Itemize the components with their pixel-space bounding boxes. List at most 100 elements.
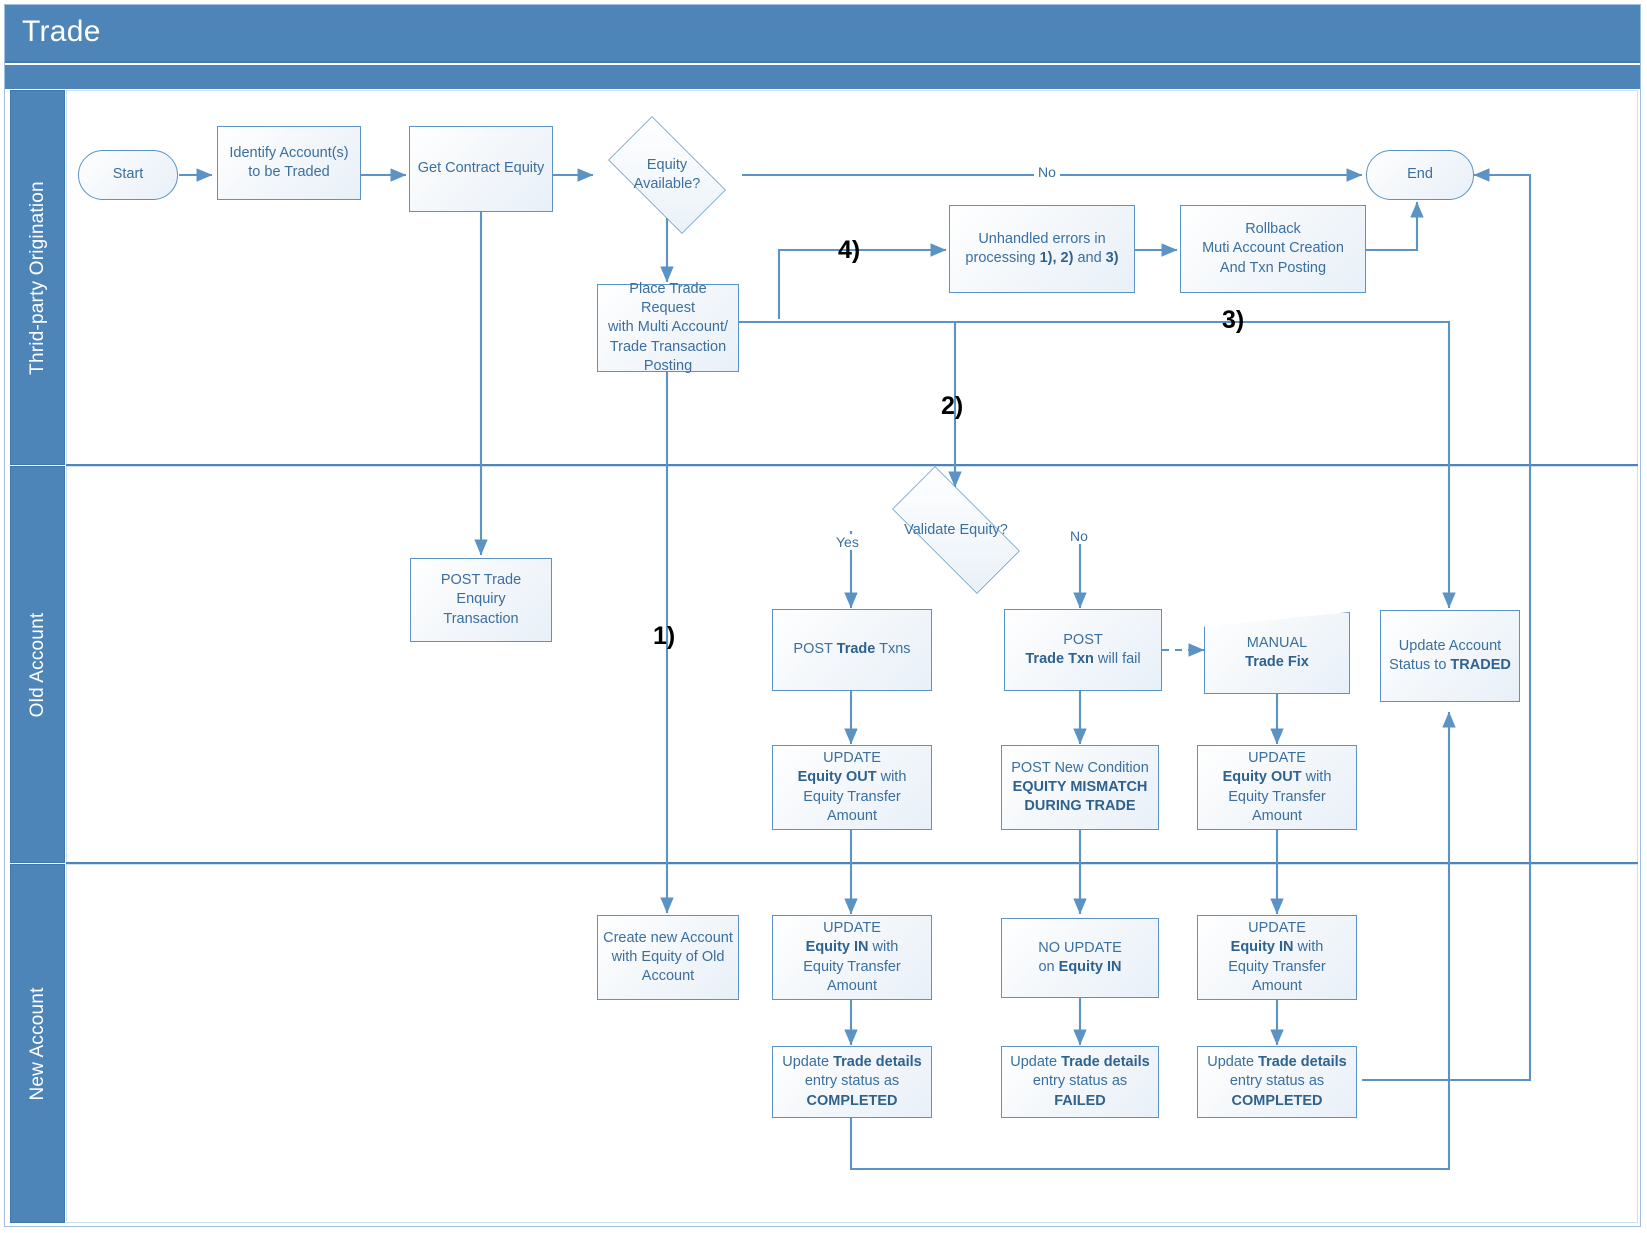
node-update-trade-completed-2[interactable]: Update Trade details entry status as COM… xyxy=(1197,1046,1357,1118)
node-update-equity-in-2-line3: Equity Transfer xyxy=(1228,958,1326,975)
node-update-trade-failed[interactable]: Update Trade details entry status as FAI… xyxy=(1001,1046,1159,1118)
post-trade-txns-text-c: Txns xyxy=(875,641,911,658)
update-account-status-text-a: Status to xyxy=(1389,657,1451,673)
node-identify-accounts-line2: to be Traded xyxy=(248,164,330,180)
node-post-trade-enquiry[interactable]: POST Trade Enquiry Transaction xyxy=(410,558,552,642)
lane-header-third-party: Thrid-party Origination xyxy=(10,90,65,465)
node-no-update-equity-in[interactable]: NO UPDATE on Equity IN xyxy=(1001,918,1159,998)
utc1-text-b: Trade details xyxy=(833,1054,922,1071)
node-place-trade-request-line2: with Multi Account/ xyxy=(607,319,729,336)
unhandled-errors-text-a: processing xyxy=(965,250,1040,266)
node-update-equity-out-1-line2: Equity OUT with xyxy=(778,768,926,787)
node-post-new-condition[interactable]: POST New Condition EQUITY MISMATCH DURIN… xyxy=(1001,745,1159,830)
node-place-trade-request-line4: Posting xyxy=(643,357,693,374)
node-rollback[interactable]: Rollback Muti Account Creation And Txn P… xyxy=(1180,205,1366,293)
node-manual-trade-fix[interactable]: MANUAL Trade Fix xyxy=(1204,612,1350,694)
node-rollback-line3: And Txn Posting xyxy=(1219,259,1327,276)
update-equity-out-1-text-b: Equity OUT xyxy=(797,769,877,786)
node-place-trade-request-line1: Place Trade Request xyxy=(629,281,707,317)
node-update-equity-out-2-line3: Equity Transfer xyxy=(1228,788,1326,805)
node-start-label: Start xyxy=(112,166,144,183)
node-update-equity-out-2[interactable]: UPDATE Equity OUT with Equity Transfer A… xyxy=(1197,745,1357,830)
node-update-equity-in-1-line1: UPDATE xyxy=(823,920,881,937)
node-post-trade-txn-will-fail[interactable]: POST Trade Txn will fail xyxy=(1004,609,1162,691)
node-update-trade-completed-1[interactable]: Update Trade details entry status as COM… xyxy=(772,1046,932,1118)
no-update-text-a: on xyxy=(1038,959,1059,975)
update-equity-in-1-text-b: Equity IN xyxy=(805,939,869,956)
post-trade-txn-fail-text-c: will fail xyxy=(1093,651,1141,667)
utc2-text-b: Trade details xyxy=(1258,1054,1347,1071)
node-end[interactable]: End xyxy=(1366,150,1474,200)
node-update-equity-out-1-line4: Amount xyxy=(827,807,877,824)
node-update-equity-in-1[interactable]: UPDATE Equity IN with Equity Transfer Am… xyxy=(772,915,932,1000)
node-identify-accounts[interactable]: Identify Account(s) to be Traded xyxy=(217,126,361,200)
update-equity-out-2-text-c: with xyxy=(1301,769,1332,786)
edge-label-equity-available-no: No xyxy=(1034,164,1060,180)
node-unhandled-errors-line1: Unhandled errors in xyxy=(978,230,1106,247)
node-update-equity-in-1-line2: Equity IN with xyxy=(778,938,926,957)
node-unhandled-errors[interactable]: Unhandled errors in processing 1), 2) an… xyxy=(949,205,1135,293)
edge-label-validate-yes: Yes xyxy=(832,534,863,550)
node-get-contract-equity-label: Get Contract Equity xyxy=(417,160,545,177)
post-trade-txns-text-b: Trade xyxy=(836,641,876,658)
page-title: Trade xyxy=(22,15,101,48)
utf-text-c: entry status as xyxy=(1032,1073,1128,1090)
node-post-trade-enquiry-line1: POST Trade Enquiry xyxy=(440,572,522,608)
node-post-trade-txn-fail-line2: Trade Txn will fail xyxy=(1010,650,1156,669)
utf-text-a: Update xyxy=(1010,1054,1062,1071)
node-equity-available-line2: Available? xyxy=(633,176,701,192)
node-manual-trade-fix-line1: MANUAL xyxy=(1246,634,1308,651)
utf-text-d: FAILED xyxy=(1054,1092,1106,1109)
node-start[interactable]: Start xyxy=(78,150,178,200)
node-update-equity-out-1-line1: UPDATE xyxy=(823,750,881,767)
subtitle-band xyxy=(5,65,1640,89)
node-rollback-line1: Rollback xyxy=(1245,221,1301,238)
node-post-trade-txns[interactable]: POST Trade Txns xyxy=(772,609,932,691)
node-unhandled-errors-line2: processing 1), 2) and 3) xyxy=(955,249,1129,268)
node-create-new-account-line2: with Equity of Old xyxy=(611,948,725,965)
update-account-status-text-b: TRADED xyxy=(1450,657,1511,673)
node-update-trade-completed-2-line1: Update Trade details xyxy=(1203,1053,1351,1072)
node-get-contract-equity[interactable]: Get Contract Equity xyxy=(409,126,553,212)
node-create-new-account-line3: Account xyxy=(641,968,695,985)
edge-label-validate-no: No xyxy=(1066,528,1092,544)
node-no-update-line2: on Equity IN xyxy=(1007,958,1153,977)
node-update-equity-out-2-line4: Amount xyxy=(1252,807,1302,824)
node-create-new-account[interactable]: Create new Account with Equity of Old Ac… xyxy=(597,915,739,1000)
node-identify-accounts-line1: Identify Account(s) xyxy=(229,144,349,161)
node-post-new-condition-line3: DURING TRADE xyxy=(1024,798,1136,815)
unhandled-errors-text-d: 3) xyxy=(1105,250,1119,266)
update-equity-out-2-text-b: Equity OUT xyxy=(1222,769,1302,786)
node-post-trade-txn-fail-line1: POST xyxy=(1063,631,1103,648)
node-equity-available-decision[interactable]: Equity Available? xyxy=(593,116,741,234)
node-update-equity-out-2-line2: Equity OUT with xyxy=(1203,768,1351,787)
node-update-equity-out-2-line1: UPDATE xyxy=(1248,750,1306,767)
node-update-account-status-line1: Update Account xyxy=(1398,637,1502,654)
node-rollback-line2: Muti Account Creation xyxy=(1202,240,1344,257)
node-validate-equity-decision[interactable]: Validate Equity? xyxy=(871,466,1041,594)
no-update-text-b: Equity IN xyxy=(1058,959,1122,975)
branch-number-1: 1) xyxy=(653,622,676,650)
post-trade-txns-text-a: POST xyxy=(793,641,837,658)
lane-divider-2 xyxy=(66,862,1638,864)
node-place-trade-request[interactable]: Place Trade Request with Multi Account/ … xyxy=(597,281,739,374)
lane-header-old-account: Old Account xyxy=(10,466,65,863)
node-update-trade-completed-2-line3: COMPLETED xyxy=(1231,1092,1323,1109)
node-update-equity-in-2-line1: UPDATE xyxy=(1248,920,1306,937)
update-equity-out-1-text-c: with xyxy=(876,769,907,786)
node-update-trade-completed-1-line1: Update Trade details xyxy=(778,1053,926,1072)
lane-header-new-account: New Account xyxy=(10,864,65,1223)
node-place-trade-request-line3: Trade Transaction xyxy=(609,338,727,355)
node-post-new-condition-line2: EQUITY MISMATCH xyxy=(1012,778,1148,795)
lane-label-third-party: Thrid-party Origination xyxy=(26,180,48,375)
utf-text-b: Trade details xyxy=(1061,1054,1150,1071)
node-update-trade-failed-line2: entry status as FAILED xyxy=(1007,1072,1153,1110)
node-update-equity-out-1[interactable]: UPDATE Equity OUT with Equity Transfer A… xyxy=(772,745,932,830)
node-update-account-status[interactable]: Update Account Status to TRADED xyxy=(1380,610,1520,702)
branch-number-3: 3) xyxy=(1222,306,1245,334)
node-update-equity-in-2[interactable]: UPDATE Equity IN with Equity Transfer Am… xyxy=(1197,915,1357,1000)
update-equity-in-1-text-c: with xyxy=(868,939,899,956)
post-trade-txn-fail-text-b: Trade Txn xyxy=(1025,651,1094,667)
node-update-trade-completed-2-line2: entry status as xyxy=(1229,1073,1325,1090)
